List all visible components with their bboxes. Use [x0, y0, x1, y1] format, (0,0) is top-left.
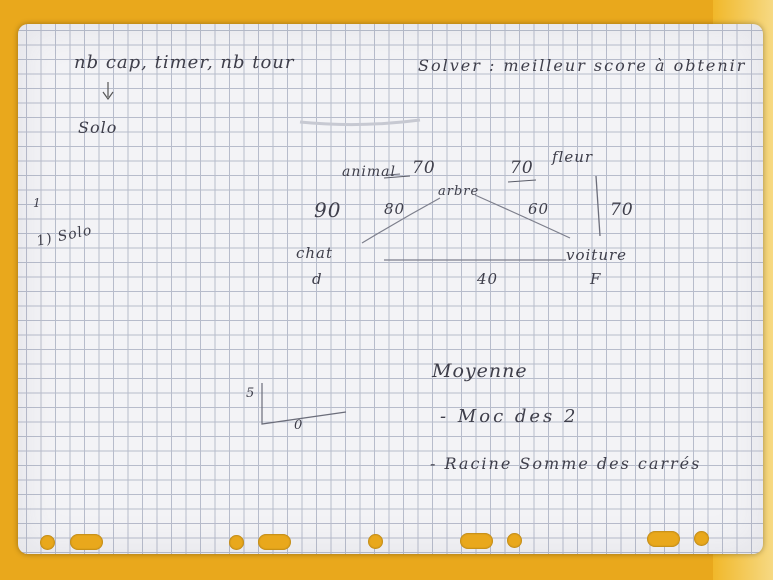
weight-chat-animal: 90	[314, 198, 342, 222]
note-side-mark: 1	[33, 196, 42, 210]
note-solo-top: Solo	[78, 118, 118, 137]
binder-hole	[694, 531, 709, 546]
weight-fleur-voiture: 70	[610, 200, 634, 220]
moyenne-item-2: - Racine Somme des carrés	[430, 454, 702, 473]
weight-arbre-voiture: 60	[528, 200, 550, 218]
binder-hole	[229, 535, 244, 550]
node-voiture: voiture	[566, 246, 628, 264]
axis-x-label: 0	[294, 418, 304, 433]
weight-chat-voiture: 40	[477, 270, 499, 288]
binder-hole	[368, 534, 383, 549]
binder-hole	[647, 531, 680, 547]
node-chat-letter: d	[312, 270, 323, 288]
node-chat: chat	[296, 244, 334, 262]
grid-paper-sheet	[18, 24, 763, 554]
note-top-left: nb cap, timer, nb tour	[74, 52, 295, 73]
moyenne-title: Moyenne	[432, 360, 528, 382]
binder-hole	[70, 534, 103, 550]
binder-hole	[507, 533, 522, 548]
node-voiture-letter: F	[590, 270, 602, 288]
binder-hole	[40, 535, 55, 550]
axis-y-label: 5	[246, 386, 256, 401]
weight-animal-arbre: 80	[384, 200, 406, 218]
binder-hole	[460, 533, 493, 549]
node-animal: animal	[342, 164, 396, 180]
node-fleur: fleur	[552, 148, 594, 166]
weight-fleur-top: 70	[510, 158, 534, 178]
node-arbre: arbre	[438, 184, 480, 199]
binder-hole	[258, 534, 291, 550]
note-top-right: Solver : meilleur score à obtenir	[418, 56, 747, 75]
weight-animal-top: 70	[412, 158, 436, 178]
moyenne-item-1: - Moc des 2	[440, 406, 579, 427]
